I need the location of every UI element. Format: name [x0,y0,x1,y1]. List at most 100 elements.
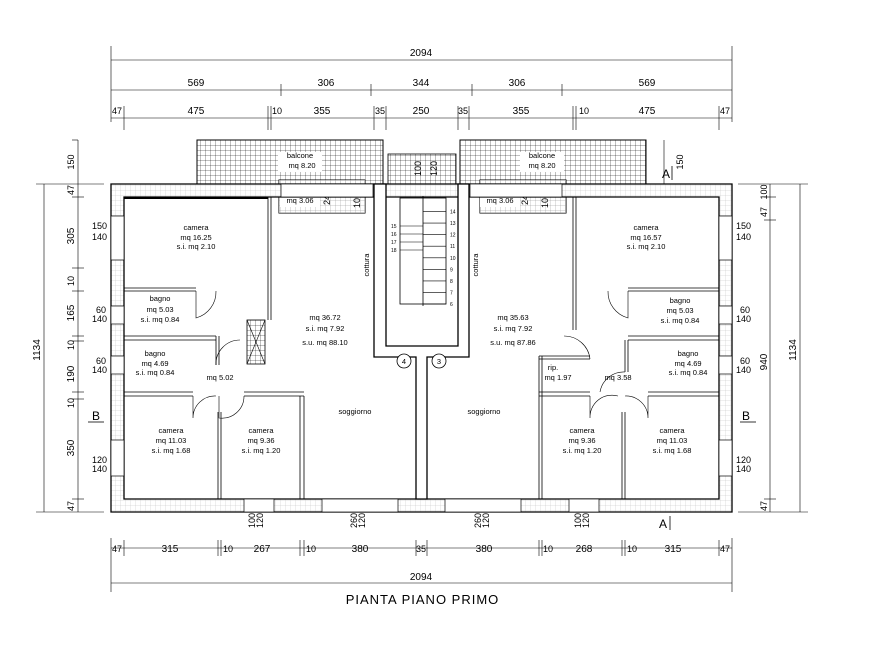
room-su: s.u. mq 88.10 [302,338,347,347]
rip-name: rip. [548,363,558,372]
dim-bottom-row: 47 315 10 267 10 380 35 380 10 268 10 31… [112,544,730,555]
dim-label: 250 [413,106,430,117]
room-si: s.i. mq 2.10 [627,242,666,251]
room-su: s.u. mq 87.86 [490,338,535,347]
room-name: bagno [670,296,691,305]
window-dim: 120 [255,513,265,528]
window-dim: 120 [736,455,751,465]
window-dim: 60 [740,305,750,315]
dim-label: 35 [416,544,426,554]
unit-number-left: 4 [402,357,406,366]
room-name: camera [569,426,595,435]
room-name: bagno [145,349,166,358]
room-name: camera [633,223,659,232]
section-marker-b-right: B [742,409,750,423]
room-area: mq 5.03 [666,306,693,315]
step-number: 10 [450,256,456,262]
window-dim: 60 [96,305,106,315]
dim-label: 165 [66,304,77,321]
dim-label: 10 [579,106,589,116]
room-si: s.i. mq 1.68 [653,446,692,455]
window-dim: 120 [481,513,491,528]
room-name: camera [158,426,184,435]
dim-label: 355 [513,106,530,117]
dim-label: 268 [576,544,593,555]
loggia-area: mq 3.06 [286,196,313,205]
step-number: 7 [450,290,453,296]
step-number: 9 [450,267,453,273]
room-area: mq 5.03 [146,305,173,314]
window-dim: 120 [92,455,107,465]
dim-label: 569 [188,78,205,89]
section-marker-b-left: B [92,409,100,423]
dim-left-inner: 47 305 10 165 10 190 10 350 47 150 [66,154,77,511]
dim-label: 315 [162,544,179,555]
step-number: 11 [450,244,455,250]
cottura-label: cottura [362,253,371,277]
dim-label: 10 [543,544,553,554]
dim-row3: 47 475 10 355 35 250 35 355 10 475 47 [112,106,730,117]
step-number: 17 [391,240,397,246]
step-number: 18 [391,248,397,254]
walls [110,183,733,513]
dim-label: 47 [66,185,76,195]
dim-label: 47 [720,544,730,554]
cottura-label: cottura [471,253,480,277]
drawing-title: PIANTA PIANO PRIMO [345,592,500,607]
window-dim: 260 [349,513,359,528]
dim-total-bottom: 2094 [410,572,433,583]
dim-label: 475 [188,106,205,117]
rip-area: mq 1.97 [544,373,571,382]
balcone-label: balcone [529,151,555,160]
room-area: mq 16.25 [180,233,211,242]
room-si: s.i. mq 1.20 [242,446,281,455]
room-area: mq 35.63 [497,313,528,322]
dim-label: 10 [66,398,76,408]
window-dim: 100 [573,513,583,528]
dim-row2: 569 306 344 306 569 [188,78,656,89]
dim-label: 35 [375,106,385,116]
room-si: s.i. mq 1.68 [152,446,191,455]
dim-label: 190 [66,365,77,382]
step-number: 6 [450,302,453,308]
dim-right-inner: 100 47 940 47 150 [675,154,770,511]
windows [110,183,733,513]
unit-number-right: 3 [437,357,441,366]
room-si: s.i. mq 0.84 [141,315,180,324]
dim-label: 306 [318,78,335,89]
dim-label: 35 [458,106,468,116]
room-area: mq 5.02 [206,373,233,382]
dim-balcony-right: 150 [675,154,685,169]
window-dim: 140 [92,365,107,375]
window-dim: 140 [92,314,107,324]
window-dim: 120 [581,513,591,528]
soggiorno-label: soggiorno [468,407,501,416]
window-dim: 120 [357,513,367,528]
balcone-area: mq 8.20 [528,161,555,170]
room-area: mq 36.72 [309,313,340,322]
dim-label: 47 [66,501,76,511]
window-dim: 140 [736,365,751,375]
room-area: mq 3.58 [604,373,631,382]
room-si: s.i. mq 7.92 [306,324,345,333]
dim-label: 344 [413,78,430,89]
dim-label: 380 [476,544,493,555]
dim-label: 305 [66,227,77,244]
dim-label: 350 [66,439,77,456]
balcony-left: balcone mq 8.20 loggia mq 3.06 240 100 [196,139,384,214]
dim-label: 940 [759,353,770,370]
step-number: 12 [450,233,456,239]
window-dim: 140 [736,232,751,242]
room-si: s.i. mq 2.10 [177,242,216,251]
dim-label: 10 [306,544,316,554]
window-dim: 100 [540,193,550,208]
window-dim: 150 [92,221,107,231]
room-area: mq 16.57 [630,233,661,242]
window-dim: 100 [247,513,257,528]
step-number: 15 [391,224,397,230]
window-dim: 140 [92,464,107,474]
dim-label: 10 [66,276,76,286]
dim-label: 47 [759,207,769,217]
window-dim: 100 [352,193,362,208]
